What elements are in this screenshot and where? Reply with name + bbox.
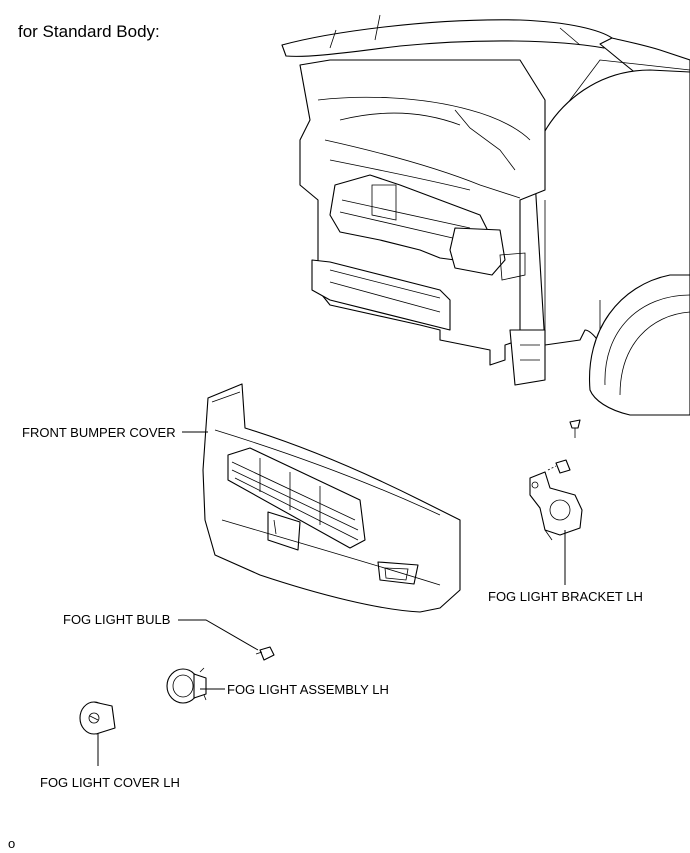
fog-light-cover-part [79, 701, 116, 735]
label-fog-light-bulb: FOG LIGHT BULB [63, 612, 170, 627]
label-front-bumper-cover: FRONT BUMPER COVER [22, 425, 176, 440]
front-bumper-cover-part [202, 383, 461, 613]
fog-light-assembly-part [166, 667, 207, 704]
label-fog-light-bracket-lh: FOG LIGHT BRACKET LH [488, 589, 643, 604]
diagram-heading: for Standard Body: [18, 22, 160, 41]
footer-code: o [8, 836, 15, 851]
fog-light-bulb-part [255, 646, 275, 661]
label-fog-light-cover-lh: FOG LIGHT COVER LH [40, 775, 180, 790]
label-fog-light-assembly-lh: FOG LIGHT ASSEMBLY LH [227, 682, 389, 697]
vehicle-illustration [281, 14, 690, 416]
leader-lines [97, 431, 566, 766]
fog-light-bracket-part [529, 419, 583, 541]
